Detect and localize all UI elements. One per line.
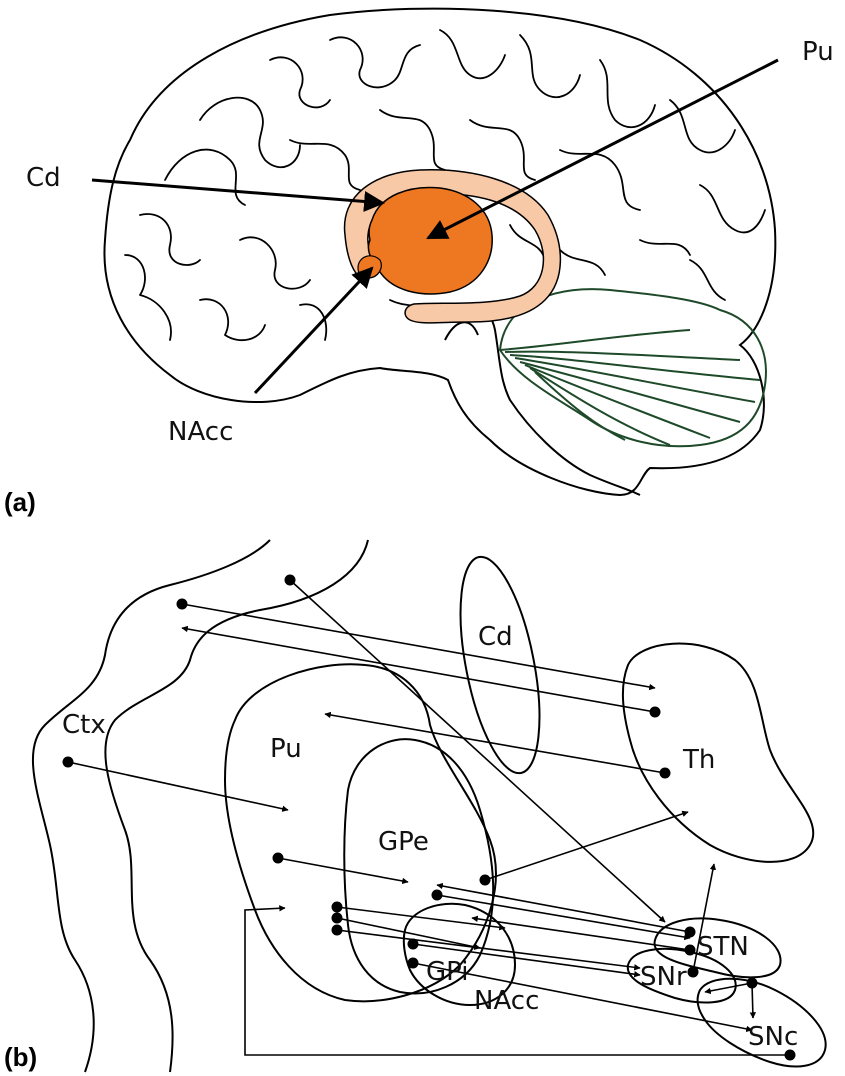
label-snc: SNc [748, 1022, 798, 1052]
label-gpe: GPe [378, 827, 429, 857]
label-gpi: GPi [426, 957, 468, 987]
label-pu-a: Pu [802, 37, 834, 67]
label-th: Th [682, 745, 715, 775]
panel-a: Cd Pu NAcc (a) [4, 9, 834, 517]
nacc-pointer-arrow [255, 268, 372, 393]
label-nacc-a: NAcc [168, 417, 233, 447]
brainstem-outline [450, 307, 640, 495]
thalamus-outline [623, 644, 813, 862]
snc-putamen-loop [245, 908, 790, 1055]
label-nacc-b: NAcc [474, 986, 539, 1016]
putamen-shape [368, 187, 492, 293]
putamen-outline [225, 664, 496, 1001]
cortex-border-inner [105, 540, 368, 1072]
gpe-outline [344, 739, 493, 993]
panel-b-label: (b) [4, 1042, 37, 1072]
cerebellum [500, 289, 766, 446]
nacc-shape [358, 256, 381, 278]
label-pu-b: Pu [270, 734, 302, 764]
label-stn: STN [697, 932, 749, 962]
panel-b: Ctx Pu Cd Th GPe GPi NAcc STN SNr SNc (b… [4, 540, 826, 1072]
pu-pointer-arrow [428, 60, 778, 238]
cortex-border-outer [33, 540, 270, 1072]
label-ctx: Ctx [62, 710, 106, 740]
label-cd-b: Cd [478, 622, 513, 652]
brainstem-inner [445, 322, 478, 340]
label-cd-a: Cd [26, 163, 61, 193]
panel-a-label: (a) [4, 487, 36, 517]
label-snr: SNr [640, 962, 687, 992]
